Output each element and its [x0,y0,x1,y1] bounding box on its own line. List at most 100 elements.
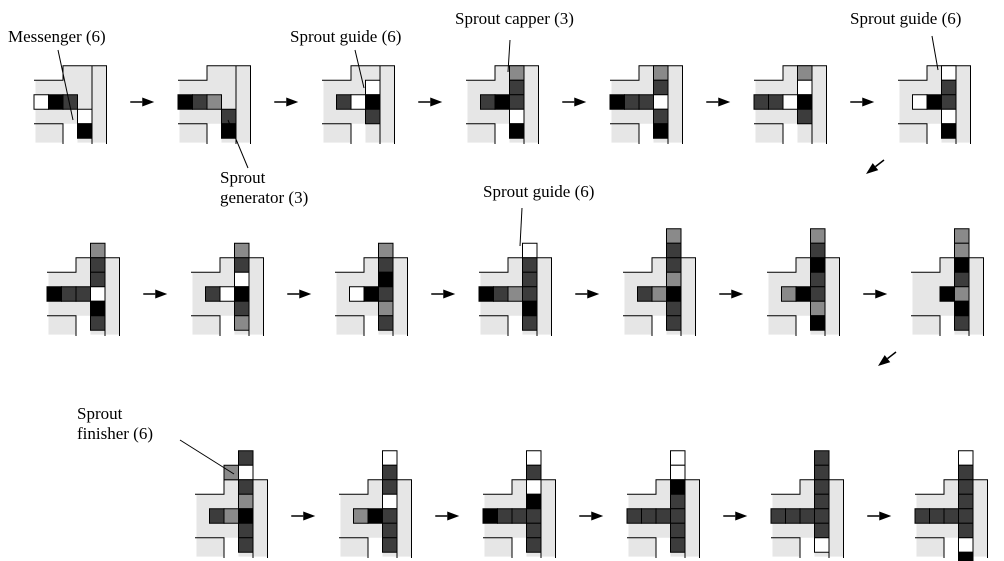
sprout-guide-label-2: Sprout guide (6) [850,9,961,28]
frame-10-cell-medium [378,242,394,259]
sprout-capper-label: Sprout capper (3) [455,9,574,28]
row-wrap-arrow-1-shaft [875,159,885,168]
frame-17-cell-white [526,450,542,466]
frame-7-cell-white [941,65,957,81]
step-arrow-8-head [299,289,312,299]
frame-4-cell-dark [480,94,496,110]
frame-19-cell-dark [799,508,815,524]
frame-19-cell-dark [814,464,830,481]
frame-6-cell-white [797,79,813,96]
frame-4-channel-corner [466,123,496,145]
frame-12-cell-medium [666,228,682,244]
frame-9-channel-corner [191,315,221,337]
frame-10-cell-white [349,286,365,302]
frame-11-cell-black [478,286,494,302]
frame-7-cell-black [941,123,957,139]
frame-17-cell-dark [526,522,542,539]
frame-6-cell-white [782,94,798,110]
frame-7 [898,65,971,145]
frame-13-cell-dark [810,242,826,259]
frame-16-cell-dark [382,464,398,481]
frame-15-cell-medium [223,508,239,524]
sprout-generator-leader-line [227,119,249,169]
step-arrow-16-head [735,511,748,521]
frame-18-cell-dark [670,508,686,524]
frame-15-cell-medium [238,493,254,510]
frame-18-cell-black [670,479,686,495]
frame-10-channel-corner [335,315,365,337]
frame-2-channel-border [178,65,251,145]
frame-7-cell-black [926,94,942,110]
frame-19-cell-dark [814,450,830,466]
sprout-guide-3-leader-line [519,207,523,247]
frame-4-cell-dark [509,79,525,96]
frame-14-cell-medium [954,242,970,259]
frame-17-channel-corner [483,537,513,559]
frame-7-cell-white [912,94,928,110]
frame-11-cell-dark [522,315,538,331]
step-arrow-3 [418,97,443,107]
step-arrow-4 [562,97,587,107]
sprout-capper-leader-line [507,39,511,73]
frame-8-cell-black [46,286,62,302]
frame-16-cell-dark [382,522,398,539]
frame-18-cell-dark [670,493,686,510]
frame-20-cell-white [958,450,974,466]
frame-9-cell-dark [234,300,250,317]
frame-12-cell-dark [666,257,682,273]
frame-8-cell-white [90,286,106,302]
step-arrow-12-head [875,289,888,299]
frame-9-cell-medium [234,315,250,331]
sprout-finisher-label-line-1: Sprout [77,404,123,423]
step-arrow-10-head [587,289,600,299]
frame-3-cell-white [365,79,381,96]
step-arrow-1-head [142,97,155,107]
frame-7-channel-corner [898,123,928,145]
frame-1-channel-corner [34,123,64,145]
frame-11-cell-white [522,242,538,259]
frame-4-channel-border [466,65,539,145]
frame-6-channel-corner [754,123,784,145]
frames-layer [33,65,988,561]
frame-5-channel-border [610,65,683,145]
frame-1-cell-white [77,108,93,125]
frame-1-channel-border [34,65,107,145]
frame-9-cell-black [234,286,250,302]
frame-12-channel-corner [623,315,653,337]
sprout-finisher-leader-line [179,439,235,475]
step-arrow-6 [850,97,875,107]
step-arrow-15-head [591,511,604,521]
frame-12-channel-border [623,257,696,337]
frame-13-cell-black [810,257,826,273]
frame-13-cell-dark [810,286,826,302]
frame-17-cell-dark [526,464,542,481]
frame-19-cell-dark [785,508,801,524]
frame-1-cell-white [33,94,49,110]
sprout-guide-2-leader-line [931,35,939,71]
frame-13-cell-medium [810,300,826,317]
step-arrow-3-head [430,97,443,107]
frame-12-cell-dark [666,242,682,259]
frame-11-cell-dark [522,286,538,302]
frame-20-cell-black [958,551,974,561]
frame-16-channel-corner [339,537,369,559]
frame-5-cell-dark [638,94,654,110]
frame-20-cell-dark [958,508,974,524]
frame-10-cell-dark [378,286,394,302]
frame-3-cell-black [365,94,381,110]
frame-14-cell-black [939,286,955,302]
frame-5-cell-black [609,94,625,110]
frame-8-channel-corner [47,315,77,337]
step-arrow-2-head [286,97,299,107]
frame-8-cell-dark [61,286,77,302]
frame-6-cell-dark [768,94,784,110]
step-arrow-1 [130,97,155,107]
frame-18-channel-corner [627,537,657,559]
frame-8-cell-dark [75,286,91,302]
frame-7-cell-dark [941,79,957,96]
frame-19-cell-dark [814,522,830,539]
frame-18-channel-border [627,479,700,559]
frame-5 [609,65,683,145]
frame-19 [770,450,844,559]
